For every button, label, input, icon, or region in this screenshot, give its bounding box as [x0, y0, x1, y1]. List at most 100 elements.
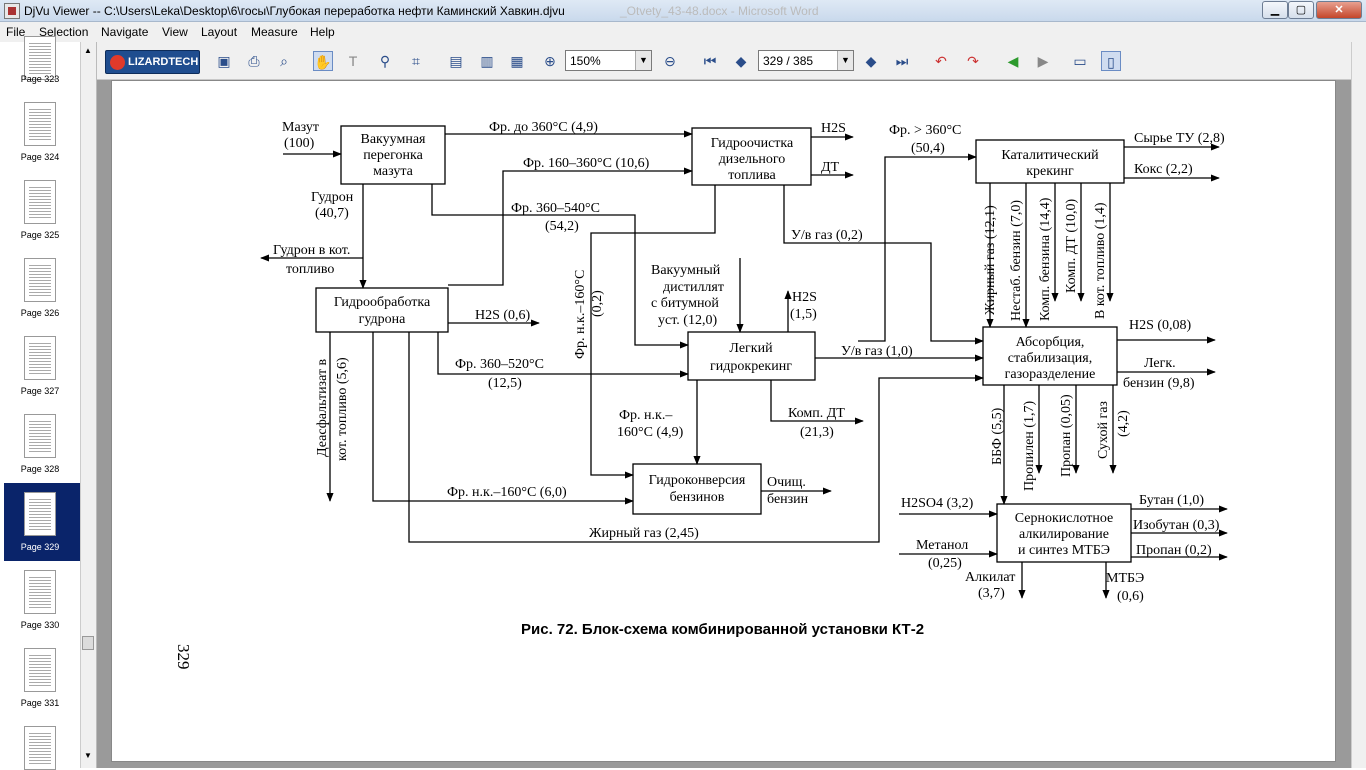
flow-label: Бутан (1,0) [1139, 493, 1204, 508]
box-text: стабилизация, [1008, 351, 1092, 366]
flow-label: Фр. 360–520°С [455, 357, 544, 372]
print-icon[interactable]: ⎙ [248, 53, 260, 69]
flow-label: H2S (0,6) [475, 308, 531, 323]
flow-label: (0,2) [590, 290, 605, 317]
thumbnail-sidebar: Page 323 Page 324 Page 325 Page 326 Page… [0, 36, 97, 770]
menu-help[interactable]: Help [310, 25, 335, 39]
thumbnail-label: Page 331 [20, 698, 60, 708]
rotate-left-icon[interactable]: ↶ [935, 53, 947, 69]
figure-caption: Рис. 72. Блок-схема комбинированной уста… [521, 621, 924, 638]
rotate-right-icon[interactable]: ↷ [967, 53, 979, 69]
flow-arrow [770, 380, 864, 425]
document-scrollbar[interactable] [1351, 42, 1366, 768]
flow-label: с битумной [651, 296, 719, 311]
menu-layout[interactable]: Layout [201, 25, 238, 39]
title-bar: DjVu Viewer -- C:\Users\Leka\Desktop\6\г… [0, 0, 1366, 22]
flow-label: У/в газ (0,2) [791, 228, 863, 243]
close-button[interactable]: ✕ [1316, 1, 1362, 19]
menu-measure[interactable]: Measure [251, 25, 298, 39]
maximize-button[interactable]: ▢ [1288, 1, 1314, 19]
layout-icon[interactable]: ▭ [1073, 53, 1087, 69]
scroll-up-icon[interactable]: ▲ [84, 46, 92, 55]
thumbnail-page-326[interactable] [24, 258, 56, 302]
single-page-icon[interactable]: ▤ [449, 53, 463, 69]
page-number: 329 [174, 644, 193, 670]
thumbnail-label: Page 328 [20, 464, 60, 474]
flow-label: Мазут [282, 120, 319, 135]
flow-label: В кот. топливо (1,4) [1093, 202, 1108, 319]
menu-file[interactable]: File [6, 25, 26, 39]
flow-label: ДТ [821, 160, 840, 175]
flow-label: Метанол [916, 538, 968, 553]
find-icon[interactable]: ⌕ [280, 53, 288, 69]
box-text: гудрона [359, 312, 406, 327]
zoom-icon[interactable]: ⚲ [379, 53, 391, 69]
thumbnail-page-329[interactable] [24, 492, 56, 536]
flow-label: Кокс (2,2) [1134, 162, 1193, 177]
thumbnail-page-328[interactable] [24, 414, 56, 458]
chevron-down-icon[interactable]: ▼ [635, 51, 651, 70]
box-gasoline-hydroconversion [632, 463, 762, 515]
facing-icon[interactable]: ▦ [510, 53, 524, 69]
flow-arrow [783, 185, 984, 345]
prev-page-icon[interactable]: ◆ [735, 53, 747, 69]
flow-label: Пропан (0,05) [1059, 394, 1074, 477]
flow-label: H2S (0,08) [1129, 318, 1192, 333]
continuous-icon[interactable]: ▥ [480, 53, 494, 69]
document-viewport[interactable]: Вакуумная перегонка мазута Гидроочистка … [97, 80, 1366, 768]
sidebar-scroll-thumb[interactable] [82, 636, 94, 650]
flow-diagram: Вакуумная перегонка мазута Гидроочистка … [174, 120, 1228, 670]
box-catalytic-cracking [975, 139, 1125, 184]
background-window-title: _Otvety_43-48.docx - Microsoft Word [620, 4, 819, 18]
box-text: Гидрообработка [334, 295, 431, 310]
document-page: Вакуумная перегонка мазута Гидроочистка … [111, 80, 1336, 762]
flow-label: Пропан (0,2) [1136, 543, 1212, 558]
menu-view[interactable]: View [162, 25, 188, 39]
scroll-down-icon[interactable]: ▼ [84, 751, 92, 760]
zoom-out-icon[interactable]: ⊖ [664, 53, 676, 69]
hand-icon[interactable]: ✋ [313, 51, 333, 71]
forward-icon[interactable]: ▶ [1037, 53, 1049, 69]
thumbnail-icon[interactable]: ▯ [1101, 51, 1121, 71]
flow-label: (12,5) [488, 376, 522, 391]
flow-label: (50,4) [911, 141, 945, 156]
thumbnail-page-327[interactable] [24, 336, 56, 380]
region-icon[interactable]: ⌗ [412, 53, 420, 69]
thumbnail-page-323[interactable] [24, 36, 56, 80]
first-page-icon[interactable]: ⏮ [703, 53, 717, 69]
box-diesel-hydrotreating [691, 127, 812, 186]
chevron-down-icon[interactable]: ▼ [837, 51, 853, 70]
last-page-icon[interactable]: ⏭ [895, 53, 909, 69]
thumbnail-page-330[interactable] [24, 570, 56, 614]
flow-label: У/в газ (1,0) [841, 344, 913, 359]
menu-navigate[interactable]: Navigate [101, 25, 149, 39]
zoom-in-icon[interactable]: ⊕ [544, 53, 556, 69]
flow-label: Фр. 160–360°С (10,6) [523, 156, 650, 171]
box-text: Абсорбция, [1016, 335, 1085, 350]
minimize-button[interactable]: ▁ [1262, 1, 1288, 19]
thumbnail-page-332[interactable] [24, 726, 56, 770]
thumbnail-page-324[interactable] [24, 102, 56, 146]
back-icon[interactable]: ◀ [1007, 53, 1019, 69]
thumbnail-label: Page 324 [20, 152, 60, 162]
save-icon[interactable]: ▣ [217, 53, 231, 69]
logo-text: LIZARDTECH [128, 56, 199, 68]
menu-selection[interactable]: Selection [39, 25, 89, 39]
text-select-icon[interactable]: T [348, 53, 358, 69]
flow-label: Алкилат [965, 570, 1015, 585]
next-page-icon[interactable]: ◆ [865, 53, 877, 69]
thumbnail-page-331[interactable] [24, 648, 56, 692]
flow-arrow [590, 185, 716, 479]
sidebar-scrollbar[interactable] [80, 42, 96, 768]
box-tar-hydrotreating [315, 287, 449, 333]
page-select[interactable]: 329 / 385 ▼ [758, 50, 854, 71]
flow-label: (0,25) [928, 556, 962, 571]
flow-label: Фр. 360–540°С [511, 201, 600, 216]
flow-label: (0,6) [1117, 589, 1144, 604]
flow-arrow [408, 332, 984, 543]
thumbnail-page-325[interactable] [24, 180, 56, 224]
lizardtech-logo[interactable]: LIZARDTECH [105, 50, 200, 74]
flow-arrow [448, 167, 693, 286]
zoom-select[interactable]: 150% ▼ [565, 50, 652, 71]
flow-label: H2SO4 (3,2) [901, 496, 974, 511]
